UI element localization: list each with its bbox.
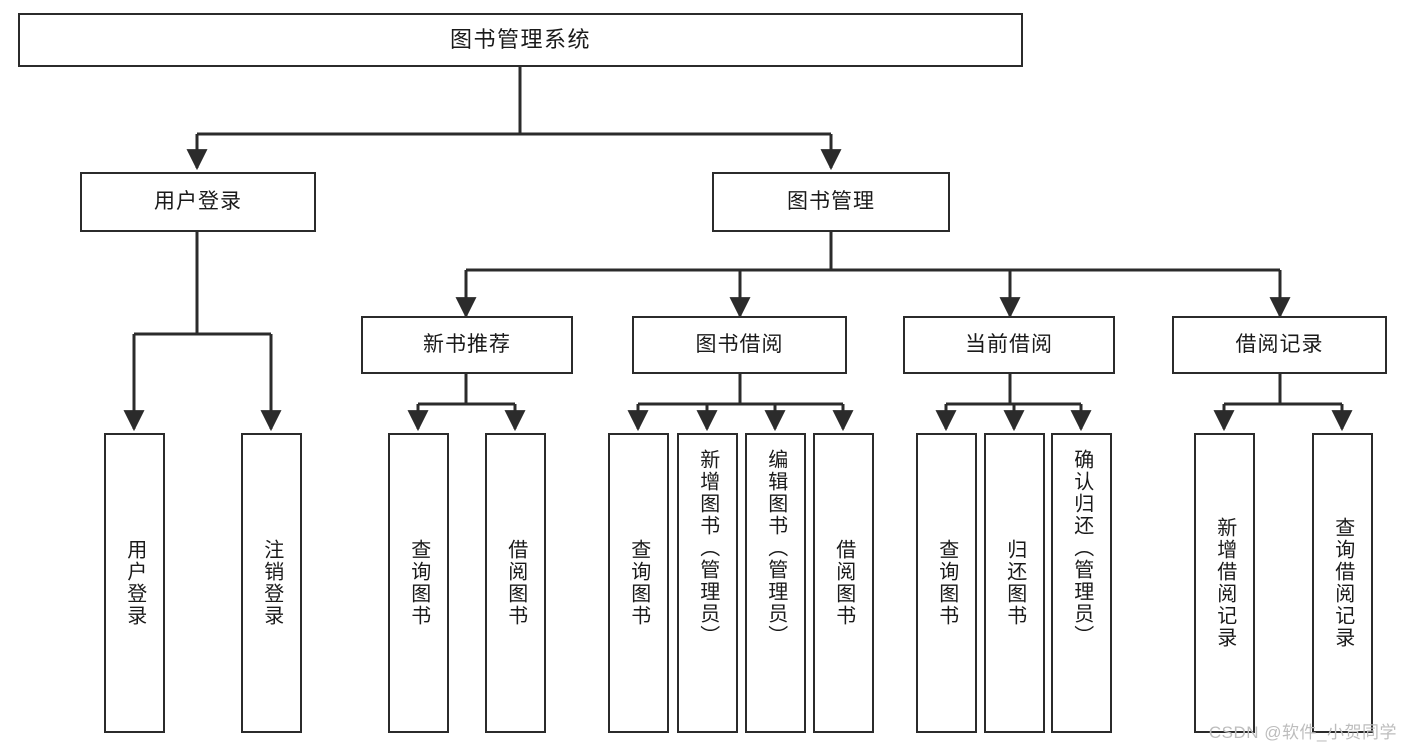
node-label: 借阅图书: [832, 539, 855, 627]
node-label: 图书管理: [787, 189, 875, 213]
watermark-text: CSDN @软件_小贺同学: [1208, 723, 1397, 742]
node-label: 查询图书: [627, 539, 650, 627]
node-label: 借阅记录: [1235, 332, 1324, 356]
leaf-logout-login[interactable]: 注销登录: [241, 433, 302, 733]
node-label: 查询图书: [935, 539, 958, 627]
leaf-borrow-book[interactable]: 借阅图书: [813, 433, 874, 733]
node-label: 图书管理系统: [449, 27, 591, 53]
leaf-query-borrow-record[interactable]: 查询借阅记录: [1312, 433, 1373, 733]
node-label: 当前借阅: [965, 332, 1053, 356]
leaf-confirm-return-admin[interactable]: 确认归还（管理员）: [1051, 433, 1112, 733]
leaf-add-book-admin[interactable]: 新增图书（管理员）: [677, 433, 738, 733]
leaf-query-book-new[interactable]: 查询图书: [388, 433, 449, 733]
node-book-borrow[interactable]: 图书借阅: [632, 316, 847, 374]
node-label: 用户登录: [154, 189, 242, 213]
node-label: 确认归还（管理员）: [1070, 449, 1093, 647]
node-label: 新增图书（管理员）: [696, 449, 719, 647]
leaf-add-borrow-record[interactable]: 新增借阅记录: [1194, 433, 1255, 733]
node-user-login[interactable]: 用户登录: [80, 172, 316, 232]
leaf-query-book[interactable]: 查询图书: [608, 433, 669, 733]
leaf-borrow-book-new[interactable]: 借阅图书: [485, 433, 546, 733]
node-book-management[interactable]: 图书管理: [712, 172, 950, 232]
node-label: 查询借阅记录: [1331, 517, 1354, 649]
node-current-borrow[interactable]: 当前借阅: [903, 316, 1115, 374]
node-label: 用户登录: [123, 539, 146, 627]
leaf-edit-book-admin[interactable]: 编辑图书（管理员）: [745, 433, 806, 733]
node-label: 注销登录: [260, 539, 283, 627]
leaf-return-book[interactable]: 归还图书: [984, 433, 1045, 733]
node-label: 编辑图书（管理员）: [764, 449, 787, 647]
node-label: 图书借阅: [695, 332, 784, 356]
leaf-user-login[interactable]: 用户登录: [104, 433, 165, 733]
node-borrow-record[interactable]: 借阅记录: [1172, 316, 1387, 374]
node-label: 借阅图书: [504, 539, 527, 627]
node-label: 查询图书: [407, 539, 430, 627]
leaf-query-book-current[interactable]: 查询图书: [916, 433, 977, 733]
node-label: 新增借阅记录: [1213, 517, 1236, 649]
node-label: 归还图书: [1003, 539, 1026, 627]
node-label: 新书推荐: [423, 332, 511, 356]
node-root-system[interactable]: 图书管理系统: [18, 13, 1023, 67]
node-new-book-recommend[interactable]: 新书推荐: [361, 316, 573, 374]
